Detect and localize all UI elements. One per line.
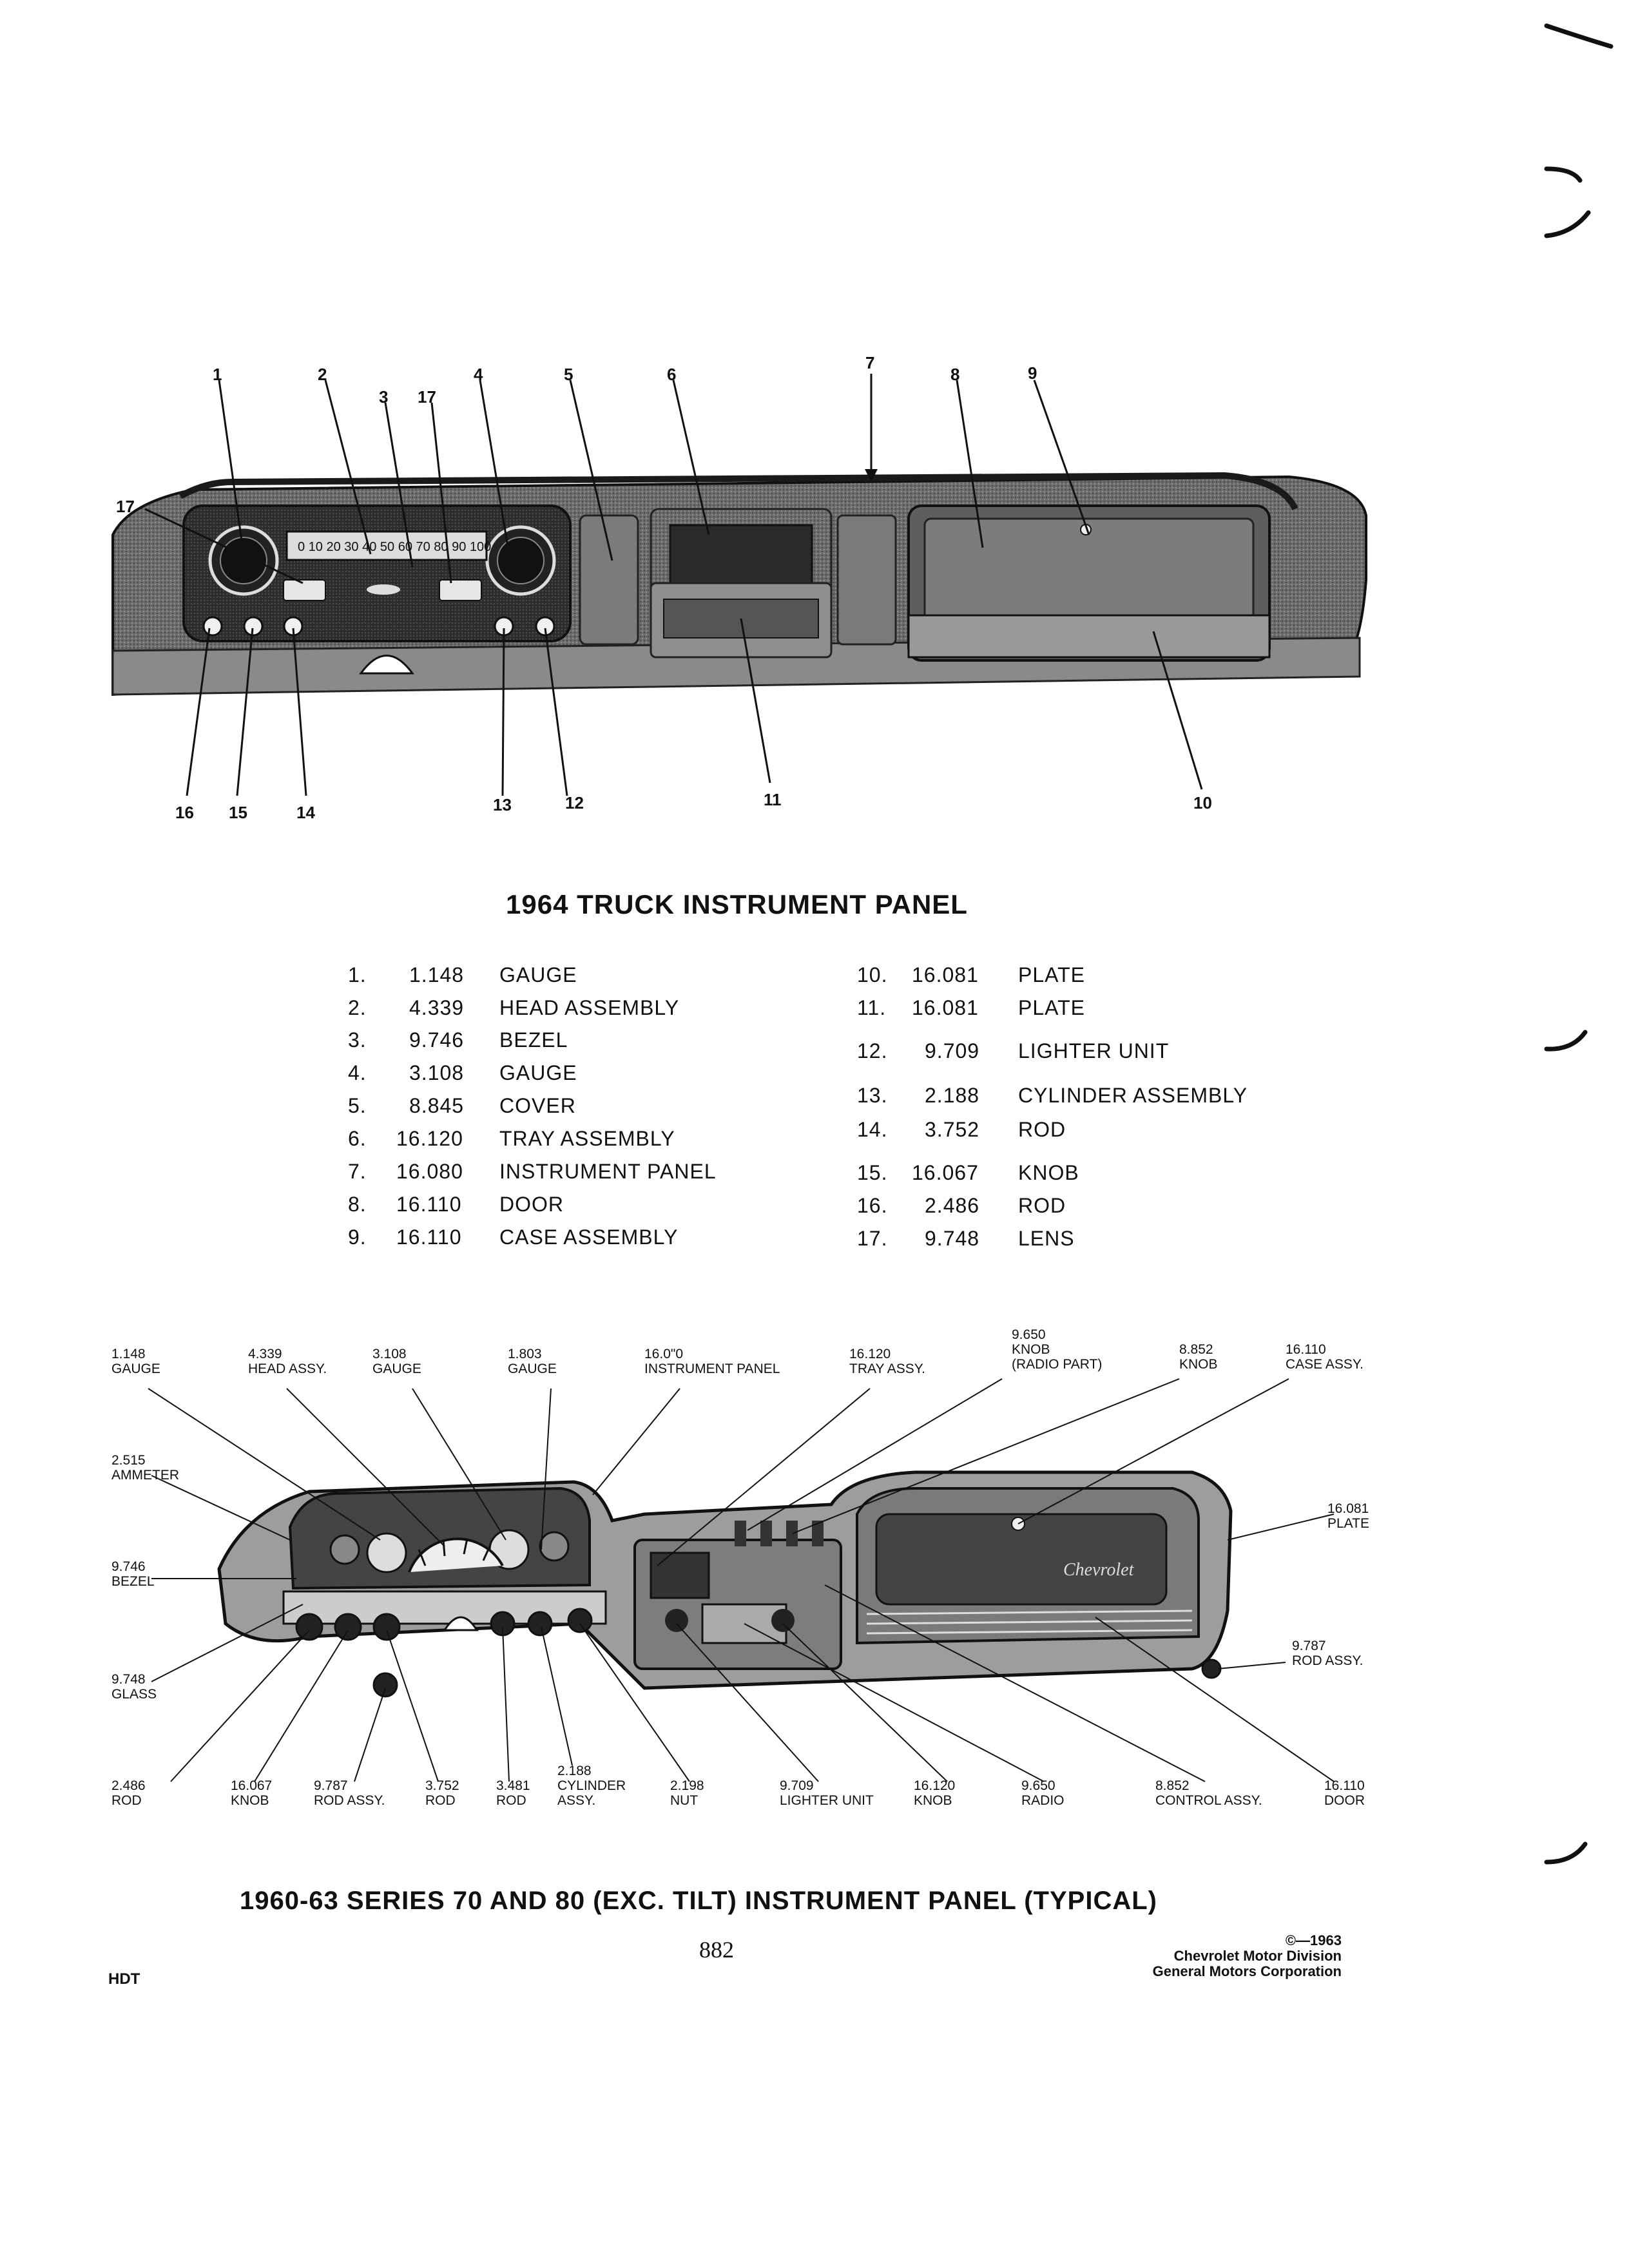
callout-9: 9 (1028, 363, 1037, 383)
series-70-80-panel-diagram: Chevrolet (148, 1378, 1335, 1782)
svg-text:0 10 20 30 40 50 60 70 80 90 1: 0 10 20 30 40 50 60 70 80 90 100 (298, 540, 491, 554)
copyright-block: ©—1963 Chevrolet Motor Division General … (1031, 1933, 1342, 1979)
callout-4: 4 (474, 365, 483, 384)
callout-7: 7 (865, 353, 874, 372)
callout-16: 16 (175, 803, 194, 822)
callout-6: 6 (667, 365, 676, 384)
section-code: HDT (108, 1970, 140, 1988)
callout-2: 2 (318, 365, 327, 384)
callout-8: 8 (950, 365, 959, 384)
corporation-name: General Motors Corporation (1152, 1963, 1342, 1979)
callout-17b: 17 (116, 497, 135, 516)
copyright-year: ©—1963 (1285, 1932, 1342, 1948)
callout-17a: 17 (418, 387, 436, 407)
callout-13: 13 (493, 795, 512, 814)
callout-12: 12 (565, 793, 584, 812)
scan-edge-marks (1544, 23, 1614, 1865)
callout-11: 11 (764, 790, 782, 809)
callout-5: 5 (564, 365, 573, 384)
callout-10: 10 (1193, 793, 1212, 812)
page-number: 882 (699, 1937, 734, 1963)
division-name: Chevrolet Motor Division (1173, 1948, 1342, 1964)
chevrolet-script-badge: Chevrolet (1063, 1560, 1135, 1580)
callout-15: 15 (229, 803, 247, 822)
callout-1: 1 (213, 365, 222, 384)
truck-panel-1964-diagram: 0 10 20 30 40 50 60 70 80 90 100 (111, 353, 1367, 822)
diagram1-title: 1964 TRUCK INSTRUMENT PANEL (506, 889, 968, 919)
diagram2-title: 1960-63 SERIES 70 AND 80 (EXC. TILT) INS… (240, 1887, 1157, 1915)
callout-3: 3 (379, 387, 388, 407)
callout-14: 14 (296, 803, 315, 822)
